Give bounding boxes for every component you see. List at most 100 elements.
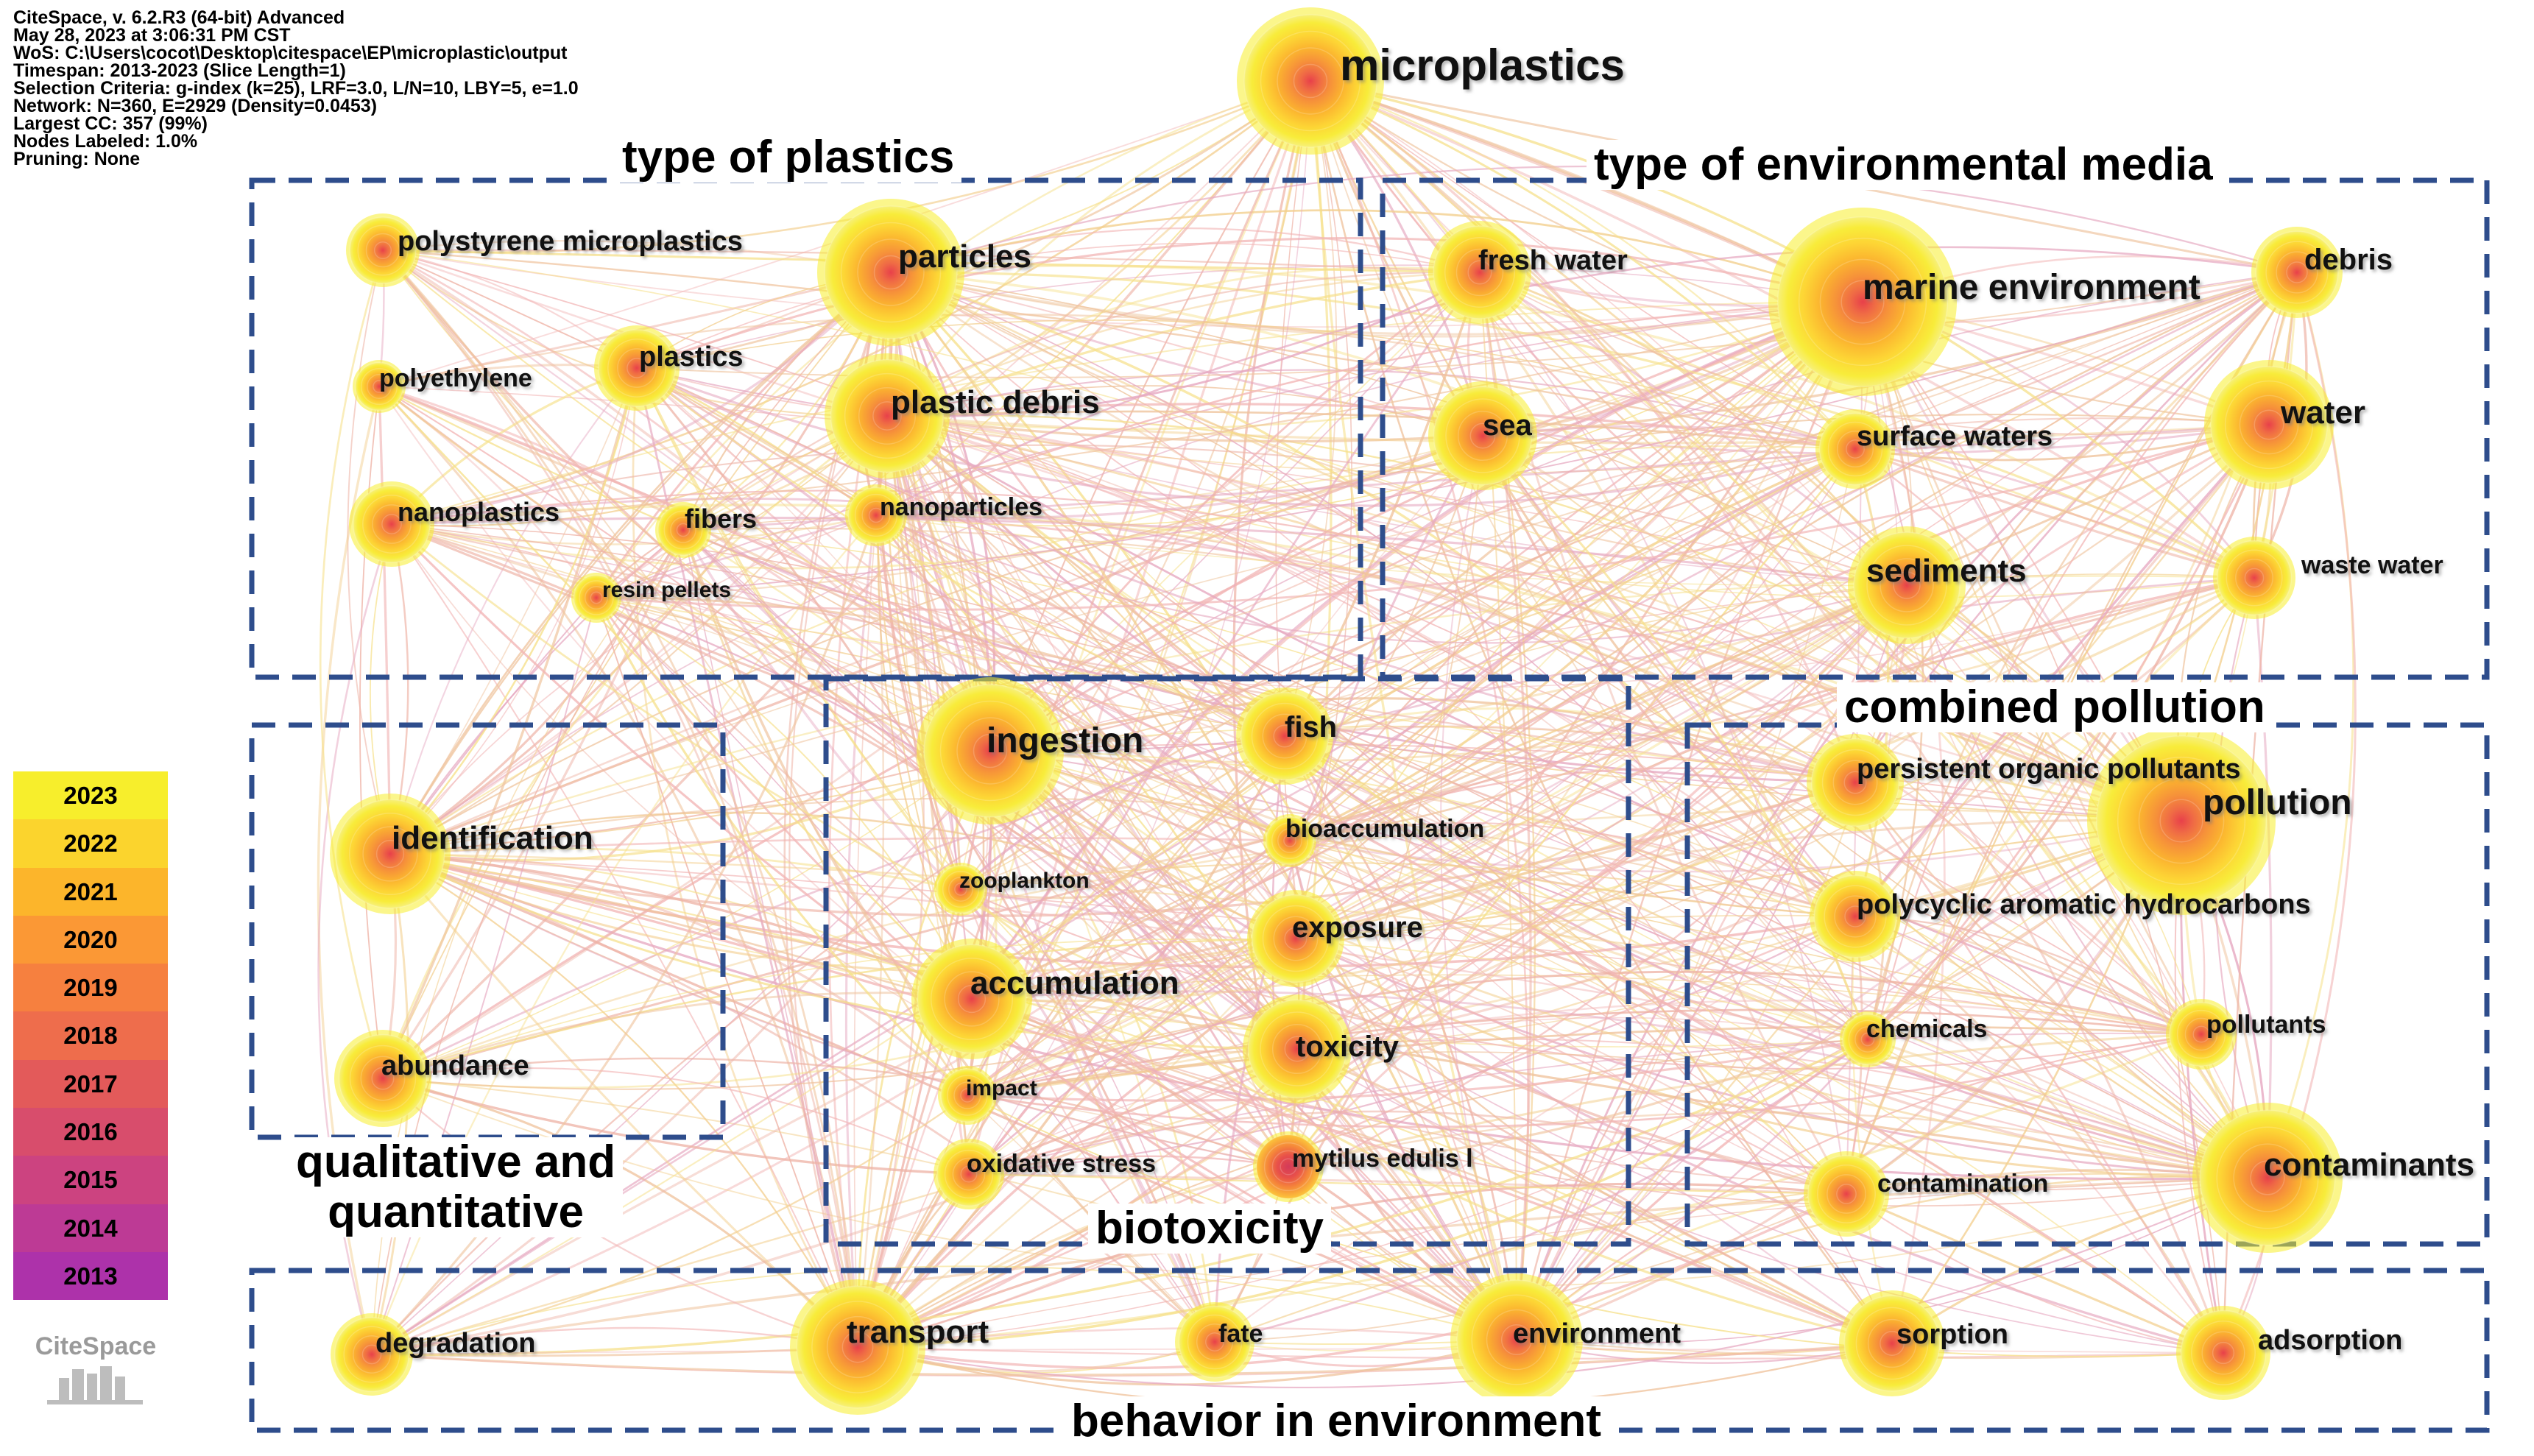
node-toxicity[interactable] [1243, 994, 1352, 1103]
node-pahs[interactable] [1810, 871, 1901, 962]
co-occurrence-edge [596, 423, 2270, 611]
node-contamination[interactable] [1804, 1151, 1889, 1237]
co-occurrence-edge [857, 1182, 1847, 1349]
co-occurrence-edge [968, 1017, 1868, 1175]
node-circle [1256, 1134, 1321, 1199]
node-marine-environment[interactable] [1768, 208, 1957, 396]
node-ring [1842, 1014, 1894, 1065]
node-zooplankton[interactable] [934, 863, 987, 916]
node-circle [924, 685, 1056, 817]
node-ring [923, 684, 1057, 818]
co-occurrence-edge [371, 1095, 968, 1356]
node-sorption[interactable] [1839, 1290, 1945, 1396]
node-abundance[interactable] [334, 1030, 431, 1127]
node-ring [2239, 395, 2299, 455]
node-persistent-organic-pollutants[interactable] [1807, 734, 1904, 831]
node-ring [348, 812, 432, 896]
node-nanoparticles[interactable] [845, 484, 907, 546]
node-pollutants[interactable] [2166, 999, 2237, 1070]
node-ring [840, 222, 942, 323]
node-ring [1293, 63, 1328, 99]
co-occurrence-edge [960, 573, 2255, 890]
node-sea[interactable] [1428, 381, 1537, 490]
co-occurrence-edge [389, 272, 2298, 855]
node-bioaccumulation[interactable] [1263, 814, 1316, 867]
node-sediments[interactable] [1848, 526, 1966, 644]
co-occurrence-edge [1310, 79, 1857, 450]
co-occurrence-edge [596, 514, 877, 599]
node-label-polystyrene-microplastics: polystyrene microplastics [398, 226, 743, 258]
node-ring [1277, 47, 1344, 115]
node-environment[interactable] [1450, 1273, 1583, 1406]
co-occurrence-edge [1481, 435, 2202, 1036]
node-impact[interactable] [938, 1066, 997, 1125]
node-ring [1844, 905, 1866, 927]
co-occurrence-edge [886, 415, 962, 890]
co-occurrence-edge [971, 423, 2270, 1000]
node-chemicals[interactable] [1840, 1011, 1896, 1067]
meta-network: Network: N=360, E=2929 (Density=0.0453) [13, 96, 378, 116]
co-occurrence-edge [886, 79, 1311, 417]
co-occurrence-edge [382, 1067, 970, 1175]
node-polyethylene[interactable] [353, 360, 406, 413]
node-ring [598, 329, 676, 407]
node-ring [2191, 1321, 2256, 1385]
node-mytilus-edulis[interactable] [1253, 1131, 1324, 1202]
co-occurrence-edge [319, 250, 384, 1079]
citespace-logo: CiteSpace [29, 1332, 162, 1413]
node-ring [2254, 409, 2284, 440]
co-occurrence-edge [389, 852, 2268, 1181]
co-occurrence-edge [389, 272, 892, 855]
node-ring [936, 864, 986, 914]
node-plastics[interactable] [594, 325, 680, 411]
node-label-pollution: pollution [2203, 783, 2352, 823]
node-label-sorption: sorption [1896, 1319, 2008, 1351]
node-ring [1205, 1332, 1224, 1351]
node-pollution[interactable] [2087, 727, 2276, 915]
node-oxidative-stress[interactable] [934, 1139, 1004, 1209]
co-occurrence-edge [371, 271, 2298, 1356]
node-fresh-water[interactable] [1428, 221, 1531, 324]
node-label-toxicity: toxicity [1296, 1031, 1400, 1063]
co-occurrence-edge [382, 272, 892, 1079]
node-debris[interactable] [2251, 227, 2343, 318]
node-ring [1827, 421, 1883, 477]
co-occurrence-edge [1478, 271, 2203, 1035]
co-occurrence-edge [968, 1173, 1847, 1195]
node-ring [1284, 927, 1307, 950]
node-microplastics[interactable] [1237, 7, 1384, 155]
node-nanoplastics[interactable] [349, 481, 434, 567]
node-accumulation[interactable] [911, 939, 1032, 1059]
co-occurrence-edge [636, 79, 1311, 370]
co-occurrence-edge [1288, 819, 2183, 1168]
node-degradation[interactable] [331, 1313, 413, 1396]
node-circle [1819, 413, 1891, 485]
node-adsorption[interactable] [2176, 1306, 2270, 1400]
co-occurrence-edge [890, 272, 1907, 586]
node-ring [1818, 412, 1892, 486]
node-contaminants[interactable] [2192, 1103, 2343, 1253]
node-identification[interactable] [330, 794, 451, 914]
node-plastic-debris[interactable] [825, 353, 950, 478]
node-waste-water[interactable] [2213, 537, 2295, 619]
node-fish[interactable] [1236, 688, 1333, 785]
co-occurrence-edge [1846, 1193, 2224, 1354]
node-exposure[interactable] [1247, 890, 1344, 987]
node-surface-waters[interactable] [1815, 409, 1895, 489]
node-circle [598, 329, 676, 407]
node-ingestion[interactable] [917, 677, 1064, 824]
node-transport[interactable] [790, 1279, 925, 1415]
co-occurrence-edge [890, 271, 2183, 822]
node-fibers[interactable] [655, 502, 711, 558]
co-occurrence-edge [347, 250, 391, 855]
co-occurrence-edge [371, 1326, 858, 1356]
node-polystyrene-microplastics[interactable] [346, 213, 420, 287]
node-particles[interactable] [817, 199, 964, 346]
node-resin-pellets[interactable] [571, 573, 621, 623]
node-fate[interactable] [1175, 1302, 1254, 1382]
node-water[interactable] [2204, 360, 2334, 490]
co-occurrence-edge [359, 386, 384, 1079]
legend-year-2019: 2019 [13, 964, 168, 1012]
node-circle [936, 865, 985, 913]
co-occurrence-edge [890, 271, 1863, 338]
